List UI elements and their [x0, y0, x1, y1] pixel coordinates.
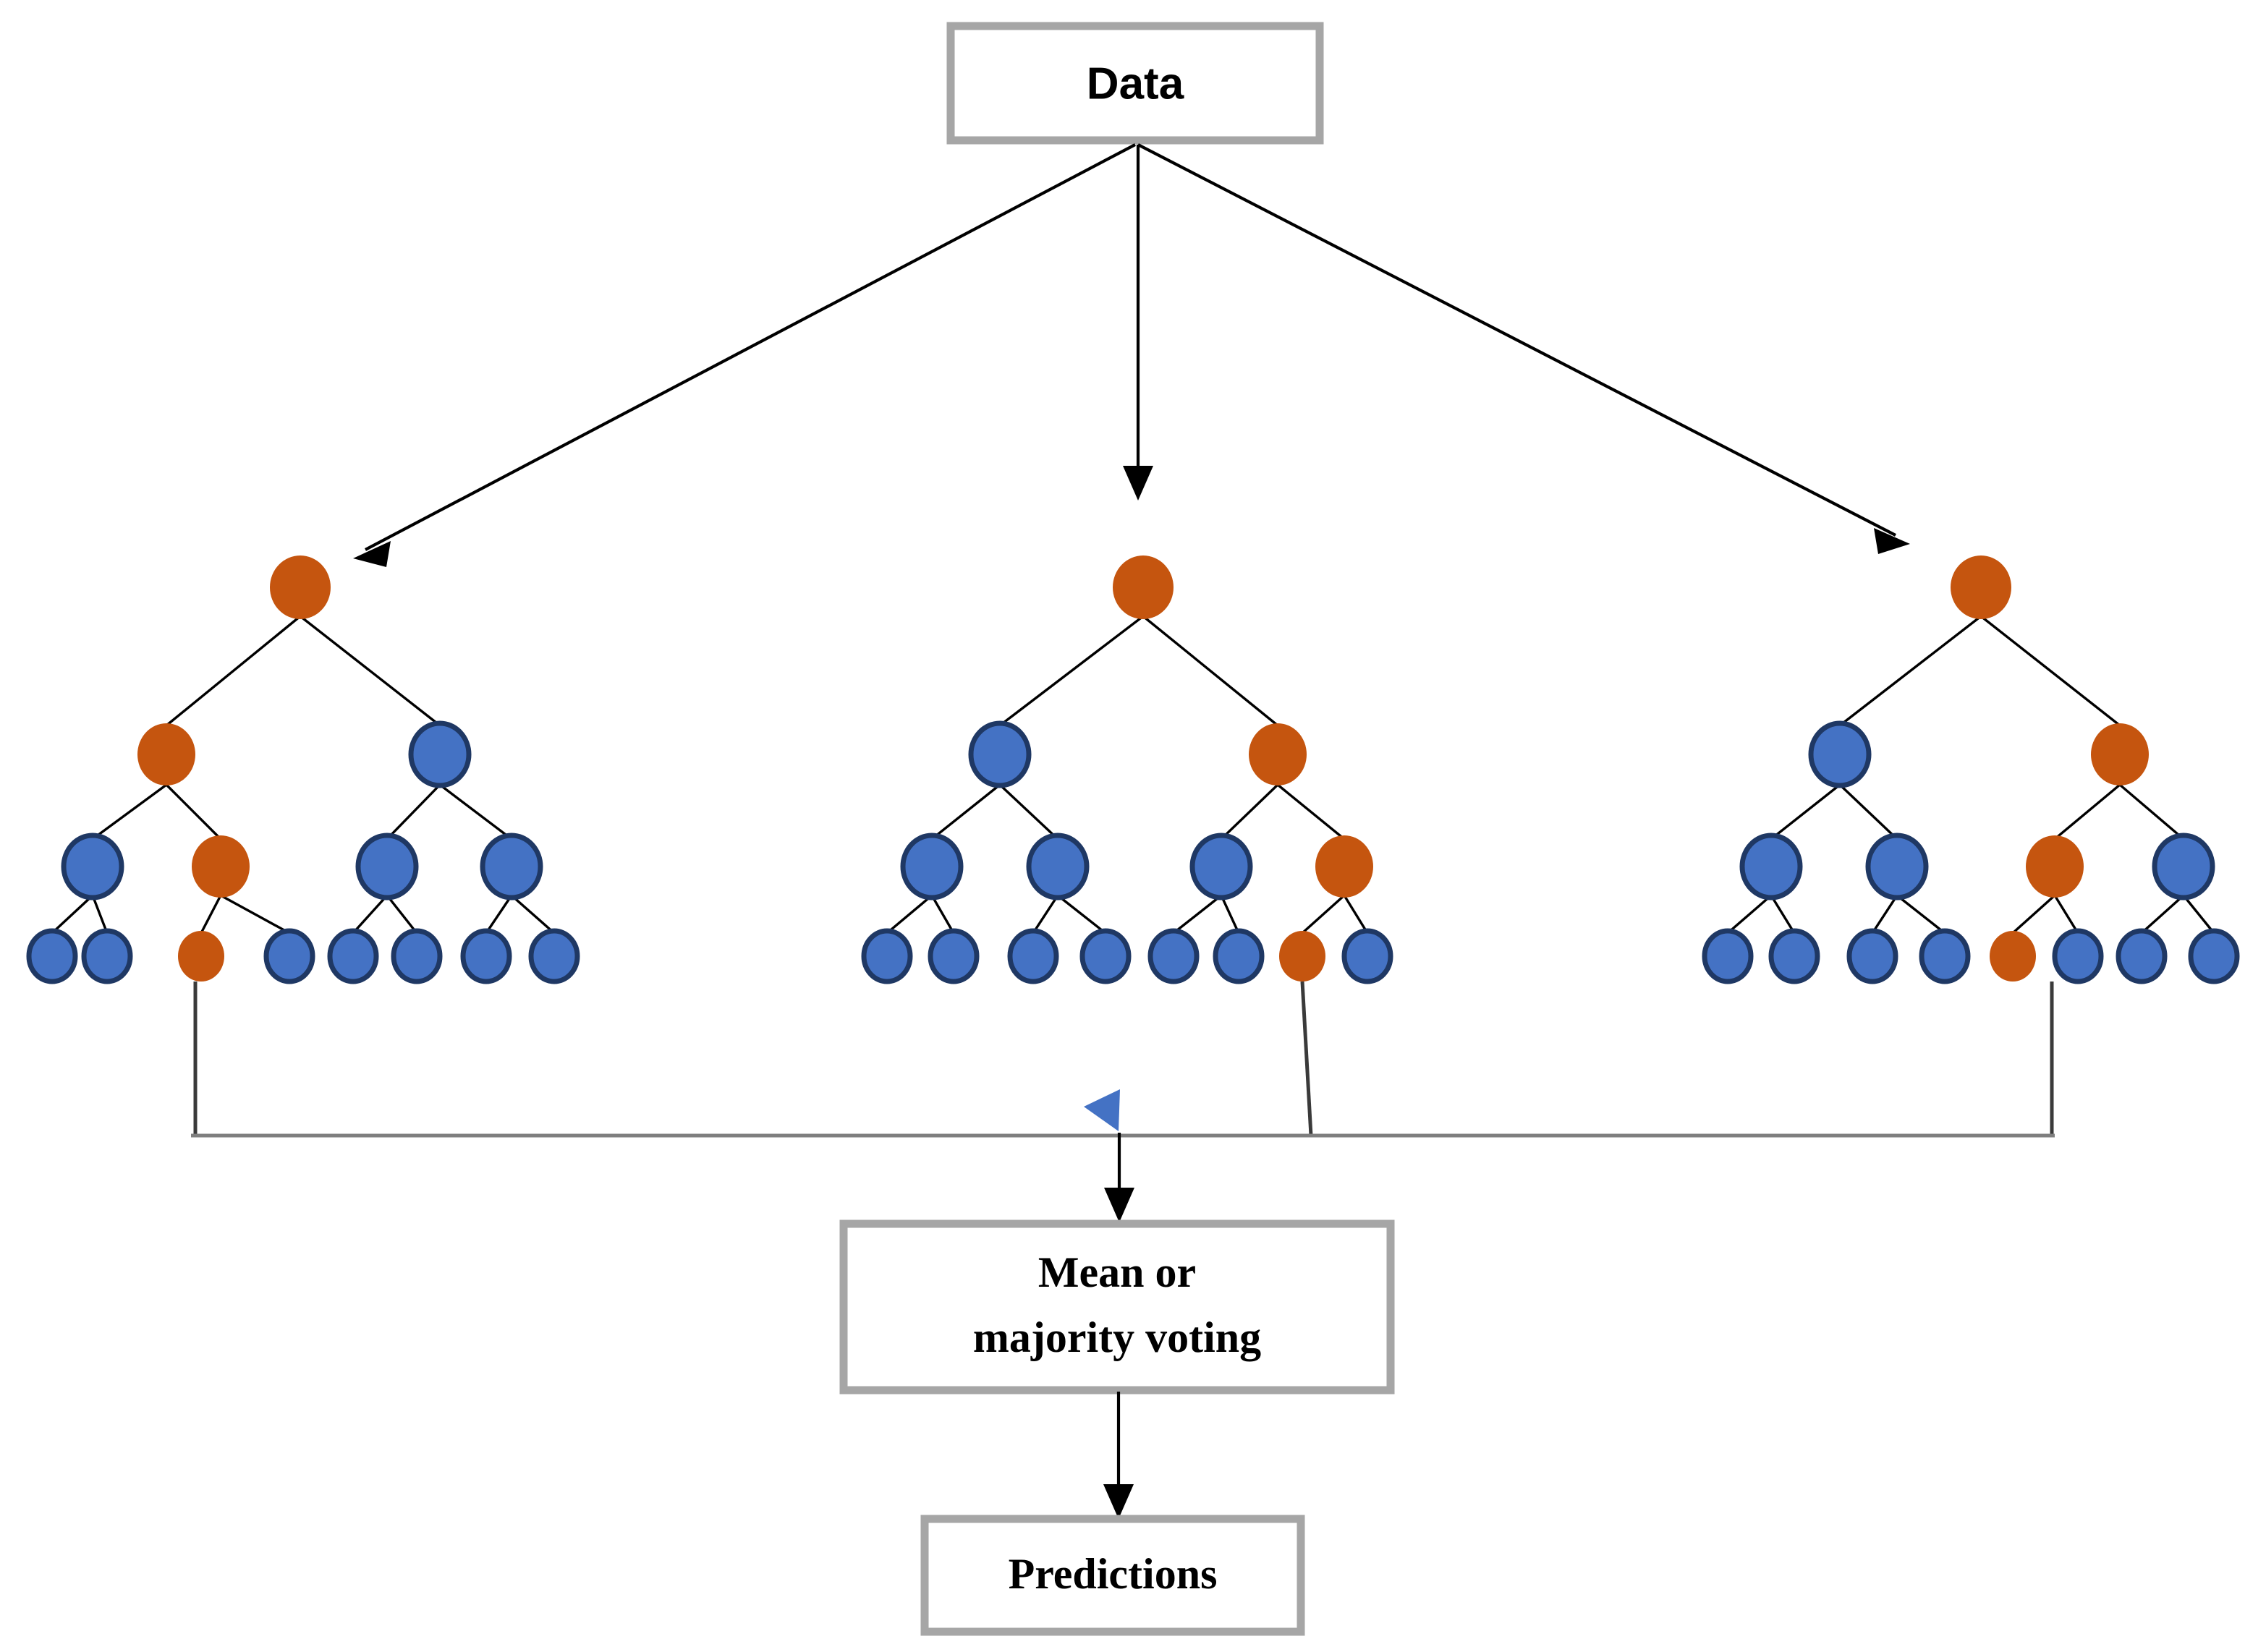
tree-3-edges	[1726, 615, 2215, 934]
tree-3-leaf-6	[2116, 928, 2168, 984]
tree-1-edges	[51, 615, 556, 934]
tree-2-l2-node-0	[968, 720, 1032, 788]
tree-2-leaf-3	[1079, 928, 1132, 984]
arrow-data-to-tree-1-line	[365, 143, 1136, 551]
tree-2-leaf-6	[1279, 931, 1325, 982]
tree-3-l2-node-0	[1808, 720, 1872, 788]
decision-tree-1	[26, 555, 580, 984]
predictions-box-rect	[920, 1515, 1305, 1636]
tree-2-root-node	[1113, 555, 1174, 619]
tree-1-leaf-0	[26, 928, 78, 984]
tree-3-nodes	[1702, 555, 2240, 984]
mean-or-majority-voting-box: Mean or majority voting	[839, 1219, 1395, 1395]
tree-1-l2-node-0	[137, 723, 195, 785]
tree-2-edges	[886, 615, 1369, 934]
tree-1-leaf-4	[327, 928, 379, 984]
arrow-aggregate-to-predictions-head	[1103, 1484, 1134, 1519]
tree-1-l3-node-2	[355, 833, 419, 900]
tree-2-l3-node-3	[1315, 835, 1373, 898]
tree-3-leaf-3	[1919, 928, 1971, 984]
tree-3-root-node	[1951, 555, 2011, 619]
arrow-data-to-tree-1-head	[353, 541, 391, 567]
tree-2-leaf-2	[1007, 928, 1059, 984]
tree-1-leaf-1	[81, 928, 133, 984]
tree-1-l3-node-0	[61, 833, 124, 900]
predictions-box-label: Predictions	[1009, 1550, 1218, 1598]
arrow-data-to-tree-2-head	[1123, 466, 1153, 501]
tree-3-l3-node-0	[1739, 833, 1803, 900]
tree-2-l3-node-1	[1026, 833, 1090, 900]
tree-2-nodes	[861, 555, 1393, 984]
tree-1-l3-node-1	[192, 835, 250, 898]
data-box-rect	[946, 22, 1324, 145]
tree-1-root-node	[270, 555, 331, 619]
tree-3-l3-node-1	[1865, 833, 1929, 900]
tree-3-l3-node-2	[2026, 835, 2084, 898]
tree-2-l2-node-1	[1249, 723, 1307, 785]
data-box: Data	[946, 22, 1324, 145]
predictions-box: Predictions	[920, 1515, 1305, 1636]
tree-2-leaf-7	[1341, 928, 1393, 984]
aggregation-connectors	[191, 981, 2055, 1222]
tree-3-leaf-7	[2188, 928, 2240, 984]
tree-1-leaf-7	[528, 928, 580, 984]
tree-3-l2-node-1	[2091, 723, 2149, 785]
aggregate-box-rect	[839, 1219, 1395, 1395]
aggregate-box-label-line2: majority voting	[973, 1313, 1261, 1361]
tree-3-leaf-2	[1846, 928, 1898, 984]
tree-1-l3-node-3	[480, 833, 543, 900]
connector-tree-2-drop	[1300, 981, 1313, 1136]
tree-2-leaf-4	[1147, 928, 1200, 984]
tree-2-l3-node-2	[1189, 833, 1253, 900]
arrow-data-to-tree-3-line	[1137, 143, 1896, 537]
decision-tree-2	[861, 555, 1393, 984]
tree-3-leaf-0	[1702, 928, 1754, 984]
blue-triangle-marker-icon	[1084, 1089, 1120, 1131]
tree-1-leaf-3	[263, 928, 315, 984]
data-box-label: Data	[1087, 59, 1184, 108]
tree-3-leaf-5	[2052, 928, 2104, 984]
tree-2-l3-node-0	[900, 833, 964, 900]
tree-1-leaf-6	[460, 928, 512, 984]
tree-1-nodes	[26, 555, 580, 984]
tree-1-leaf-2	[178, 931, 224, 982]
aggregate-to-predictions-arrow	[1103, 1392, 1134, 1519]
connector-bar-to-aggregate-head	[1104, 1188, 1134, 1222]
tree-3-leaf-4	[1990, 931, 2036, 982]
tree-3-leaf-1	[1768, 928, 1820, 984]
tree-3-l3-node-3	[2152, 833, 2215, 900]
decision-tree-3	[1702, 555, 2240, 984]
aggregate-box-label-line1: Mean or	[1038, 1248, 1196, 1296]
tree-2-leaf-0	[861, 928, 913, 984]
tree-1-leaf-5	[391, 928, 443, 984]
data-to-tree-arrows	[353, 143, 1910, 567]
arrow-data-to-tree-3-head	[1874, 528, 1910, 554]
tree-2-leaf-5	[1213, 928, 1265, 984]
tree-2-leaf-1	[928, 928, 980, 984]
tree-1-l2-node-1	[408, 720, 472, 788]
